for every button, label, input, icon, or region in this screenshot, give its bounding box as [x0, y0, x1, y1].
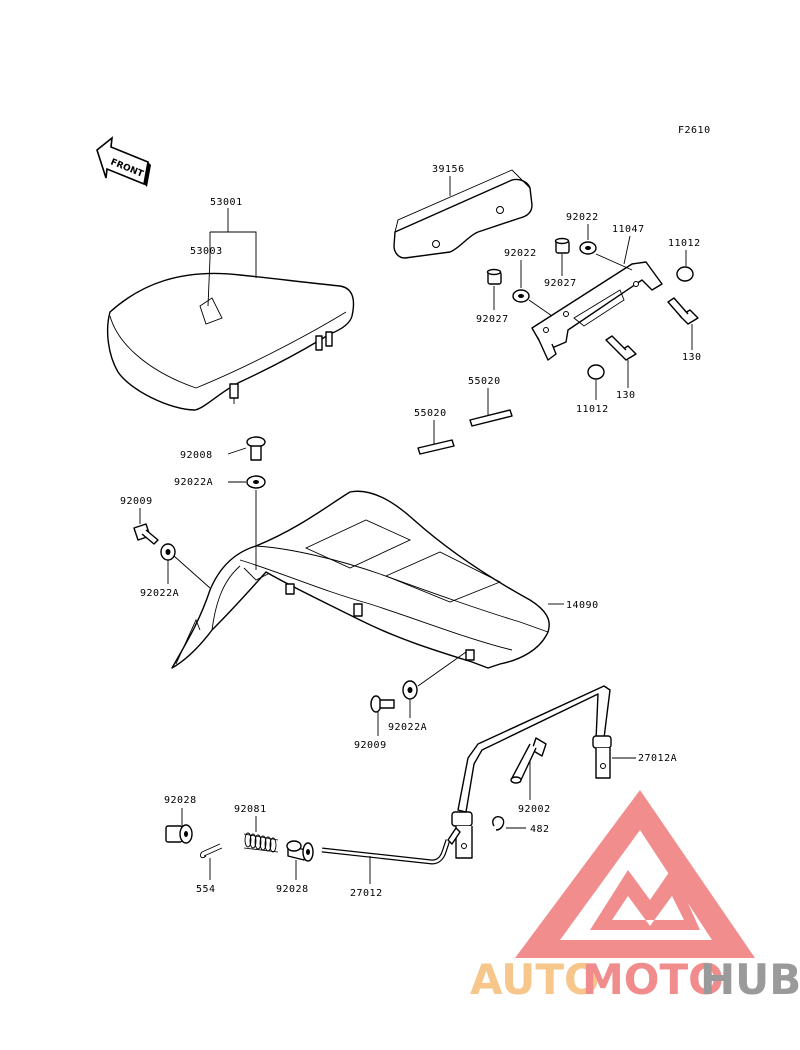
bushing-92028-mid-part [286, 840, 314, 862]
bolt-92009-bottom-part [370, 695, 395, 713]
seat-bracket-part [531, 261, 663, 361]
bushing-92028-left-part [165, 824, 193, 844]
watermark-hub: HUB [700, 955, 800, 1004]
clip-482-part [492, 816, 505, 831]
label-92009-bot: 92009 [354, 740, 387, 751]
grab-pad-part [393, 169, 533, 259]
label-92009-left: 92009 [120, 496, 153, 507]
label-92022-mid: 92022 [504, 248, 537, 259]
collar-92027-b-part [486, 268, 502, 285]
label-11047: 11047 [612, 224, 645, 235]
figure-code: F2610 [678, 125, 711, 136]
label-130-b: 130 [616, 390, 636, 401]
label-39156: 39156 [432, 164, 465, 175]
seat-part [106, 272, 355, 411]
label-53001: 53001 [210, 197, 243, 208]
spring-92081-part [243, 832, 279, 853]
bolt-92009-left-part [133, 523, 159, 545]
label-14090: 14090 [566, 600, 599, 611]
label-92022A-left: 92022A [140, 588, 179, 599]
rubber-cap-bottom-part [587, 364, 605, 380]
label-482: 482 [530, 824, 550, 835]
watermark-text: AUTO MOTO HUB [470, 955, 800, 1004]
label-92028-mid: 92028 [276, 884, 309, 895]
label-92002: 92002 [518, 804, 551, 815]
watermark-auto: AUTO [470, 955, 600, 1004]
label-27012: 27012 [350, 888, 383, 899]
damper-55020-a-part [417, 439, 455, 455]
bolt-92008-part [246, 436, 266, 461]
label-554: 554 [196, 884, 216, 895]
label-92022A-bot: 92022A [388, 722, 427, 733]
bolt-130-a-part [667, 297, 699, 325]
bolt-130-b-part [605, 335, 637, 361]
collar-92027-a-part [554, 237, 570, 254]
label-55020-a: 55020 [414, 408, 447, 419]
label-92027-b: 92027 [544, 278, 577, 289]
label-92081: 92081 [234, 804, 267, 815]
label-130-a: 130 [682, 352, 702, 363]
lock-lever-part [451, 685, 612, 859]
pin-554-part [199, 843, 223, 859]
damper-55020-b-part [469, 409, 513, 427]
lock-cable-part [321, 827, 461, 865]
front-arrow-icon: FRONT [96, 136, 151, 187]
label-92028-left: 92028 [164, 795, 197, 806]
label-92027-a: 92027 [476, 314, 509, 325]
label-92008: 92008 [180, 450, 213, 461]
bolt-92002-part [510, 737, 547, 784]
label-11012-bot: 11012 [576, 404, 609, 415]
label-27012A: 27012A [638, 753, 677, 764]
label-92022A-top: 92022A [174, 477, 213, 488]
watermark-moto: MOTO [582, 955, 724, 1004]
label-53003: 53003 [190, 246, 223, 257]
seat-cowl-part [171, 490, 550, 669]
rubber-cap-top-part [676, 266, 694, 282]
label-11012-top: 11012 [668, 238, 701, 249]
label-55020-b: 55020 [468, 376, 501, 387]
automotohub-logo-icon [515, 790, 755, 958]
label-92022-top: 92022 [566, 212, 599, 223]
